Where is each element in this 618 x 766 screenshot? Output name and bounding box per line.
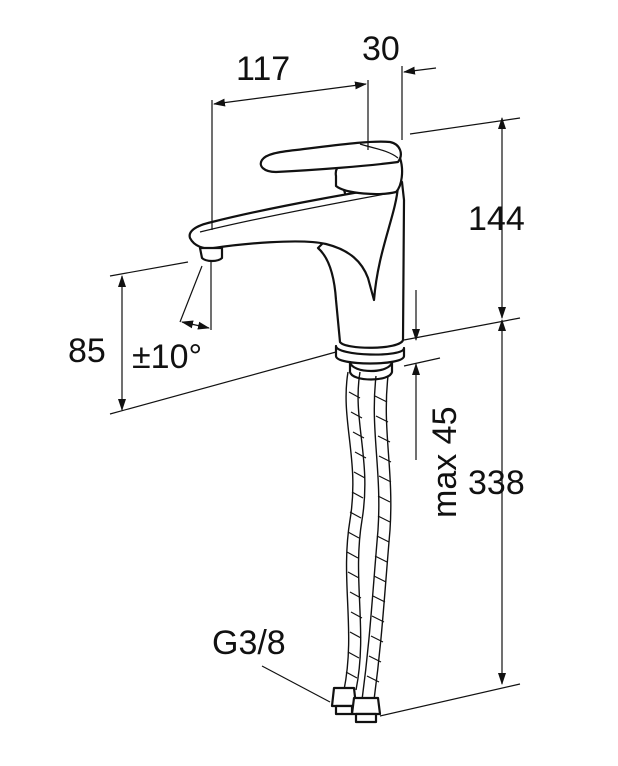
dim-hose-length: 338 xyxy=(468,464,525,502)
dim-max-counter-thickness: max 45 xyxy=(426,407,464,519)
dim-lever-offset: 30 xyxy=(362,30,400,68)
dim-spout-reach: 117 xyxy=(236,50,290,88)
base-plate xyxy=(334,344,406,365)
aerator xyxy=(198,246,224,263)
braided-hoses xyxy=(330,371,392,724)
dimension-lines xyxy=(109,66,521,717)
hose-fitting-right xyxy=(350,696,382,716)
dim-connection-thread: G3/8 xyxy=(212,624,286,662)
faucet-illustration xyxy=(188,140,406,381)
dim-swivel-angle: ±10° xyxy=(132,338,202,376)
dim-spout-height: 85 xyxy=(68,332,106,370)
lever-handle xyxy=(259,140,402,174)
dim-body-height: 144 xyxy=(468,200,525,238)
